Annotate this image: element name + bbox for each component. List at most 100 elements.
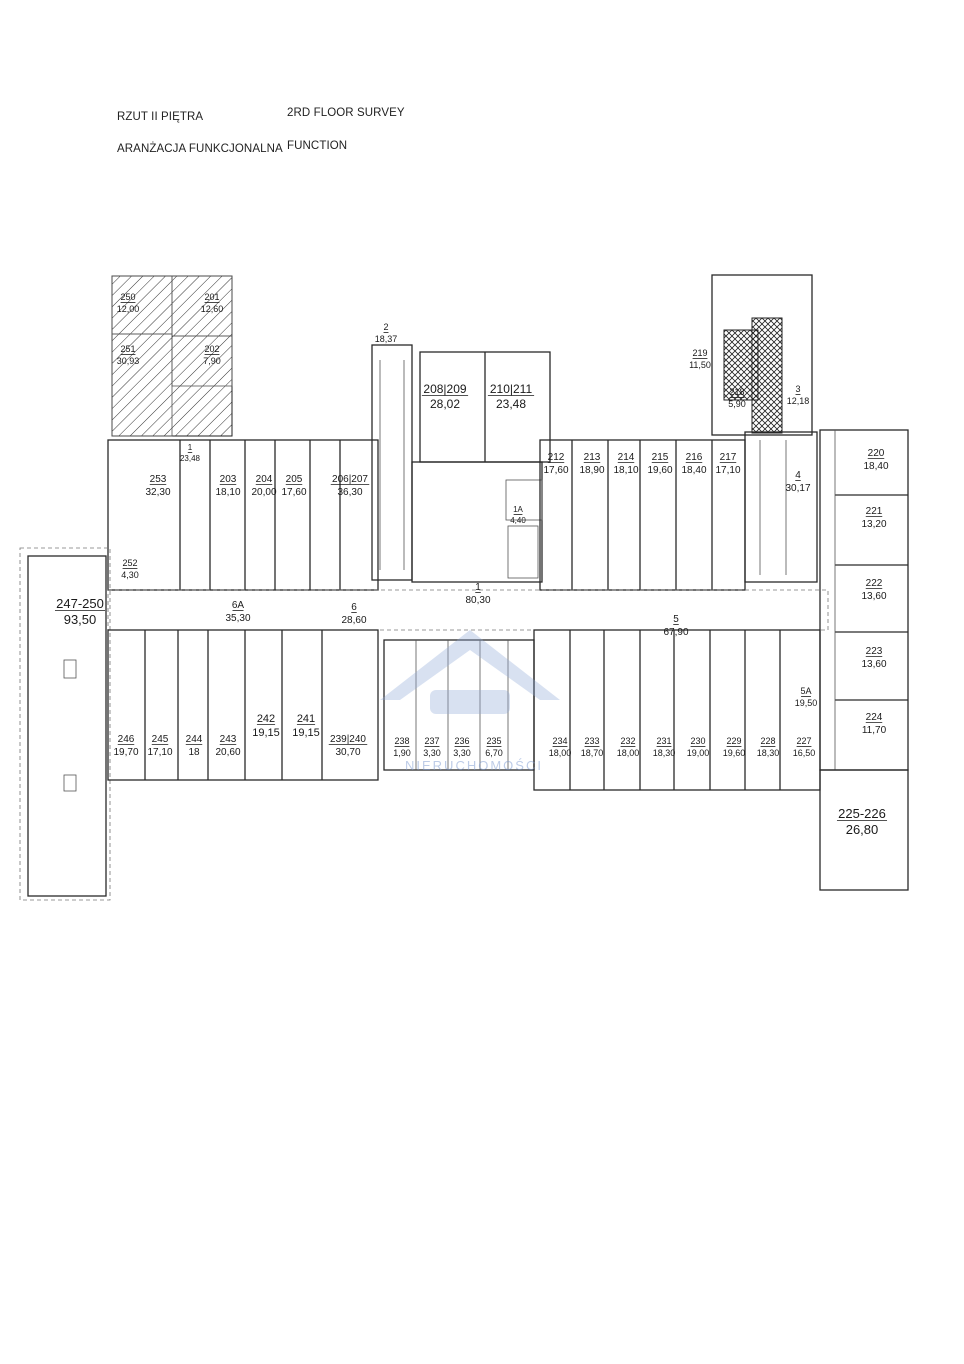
room-area: 67,90 xyxy=(663,627,688,638)
room-number: 214 xyxy=(618,452,635,463)
room-number: 253 xyxy=(150,474,167,485)
subtitle-en: FUNCTION xyxy=(287,140,348,152)
room-area: 4,40 xyxy=(510,516,526,525)
title-pl: RZUT II PIĘTRA xyxy=(117,111,204,123)
room-number: 6 xyxy=(351,602,357,613)
subtitle-pl: ARANŻACJA FUNKCJONALNA xyxy=(117,143,283,155)
title-en: 2RD FLOOR SURVEY xyxy=(287,107,405,119)
room-number: 232 xyxy=(620,736,635,746)
room-label: 245 17,10 xyxy=(147,734,172,758)
room-area: 36,30 xyxy=(337,487,362,498)
room-number: 237 xyxy=(424,736,439,746)
room-number: 224 xyxy=(866,712,883,723)
room-area: 13,60 xyxy=(861,659,886,670)
room-number: 231 xyxy=(656,736,671,746)
room-number: 245 xyxy=(152,734,169,745)
room-number: 252 xyxy=(122,558,137,568)
room-area: 20,00 xyxy=(251,487,276,498)
plan-walls xyxy=(19,274,909,901)
room-area: 28,60 xyxy=(341,615,366,626)
room-number: 222 xyxy=(866,578,883,589)
room-number: 6A xyxy=(232,600,245,611)
room-area: 13,60 xyxy=(861,591,886,602)
room-area: 3,30 xyxy=(423,748,441,758)
room-number: 213 xyxy=(584,452,601,463)
room-number: 1 xyxy=(475,582,481,593)
room-number: 235 xyxy=(486,736,501,746)
room-number: 5A xyxy=(800,686,811,696)
room-number: 239|240 xyxy=(330,734,366,745)
room-label: 222 13,60 xyxy=(861,578,886,602)
room-number: 3 xyxy=(795,384,800,394)
room-number: 229 xyxy=(726,736,741,746)
room-area: 19,00 xyxy=(687,748,710,758)
room-number: 233 xyxy=(584,736,599,746)
room-number: 212 xyxy=(548,452,565,463)
room-number: 220 xyxy=(868,448,885,459)
room-area: 18,10 xyxy=(215,487,240,498)
room-label: 628,60 xyxy=(341,602,366,626)
room-area: 18,10 xyxy=(613,465,638,476)
room-area: 17,10 xyxy=(715,465,740,476)
room-area: 19,15 xyxy=(292,727,320,739)
room-area: 18,37 xyxy=(375,334,398,344)
room-labels: 25012,0020112,6025130,932027,90218,37208… xyxy=(54,292,889,837)
watermark-logo: NIERUCHOMOŚCI xyxy=(380,630,560,773)
room-area: 19,15 xyxy=(252,727,280,739)
room-area: 17,60 xyxy=(543,465,568,476)
room-area: 18,30 xyxy=(757,748,780,758)
room-number: 206|207 xyxy=(332,474,368,485)
room-label: 218,37 xyxy=(375,322,398,344)
room-number: 227 xyxy=(796,736,811,746)
room-label: 312,18 xyxy=(787,384,810,406)
room-area: 23,48 xyxy=(180,454,201,463)
room-label: 239|240 30,70 xyxy=(328,734,368,758)
room-number: 244 xyxy=(186,734,203,745)
room-area: 17,10 xyxy=(147,747,172,758)
watermark-text: NIERUCHOMOŚCI xyxy=(405,758,543,773)
room-area: 12,00 xyxy=(117,304,140,314)
room-area: 30,70 xyxy=(335,747,360,758)
room-area: 19,50 xyxy=(795,698,818,708)
room-area: 11,50 xyxy=(689,360,711,370)
room-area: 18,40 xyxy=(863,461,888,472)
room-area: 20,60 xyxy=(215,747,240,758)
room-number: 225-226 xyxy=(838,806,886,821)
room-number: 221 xyxy=(866,506,883,517)
room-area: 3,30 xyxy=(453,748,471,758)
room-area: 26,80 xyxy=(846,822,879,837)
room-area: 6,70 xyxy=(485,748,503,758)
room-area: 11,70 xyxy=(862,725,887,736)
room-area: 17,60 xyxy=(281,487,306,498)
room-area: 93,50 xyxy=(64,612,97,627)
room-label: 214 18,10 xyxy=(613,452,638,476)
room-number: 246 xyxy=(118,734,135,745)
room-label: 235 6,70 xyxy=(485,736,503,758)
